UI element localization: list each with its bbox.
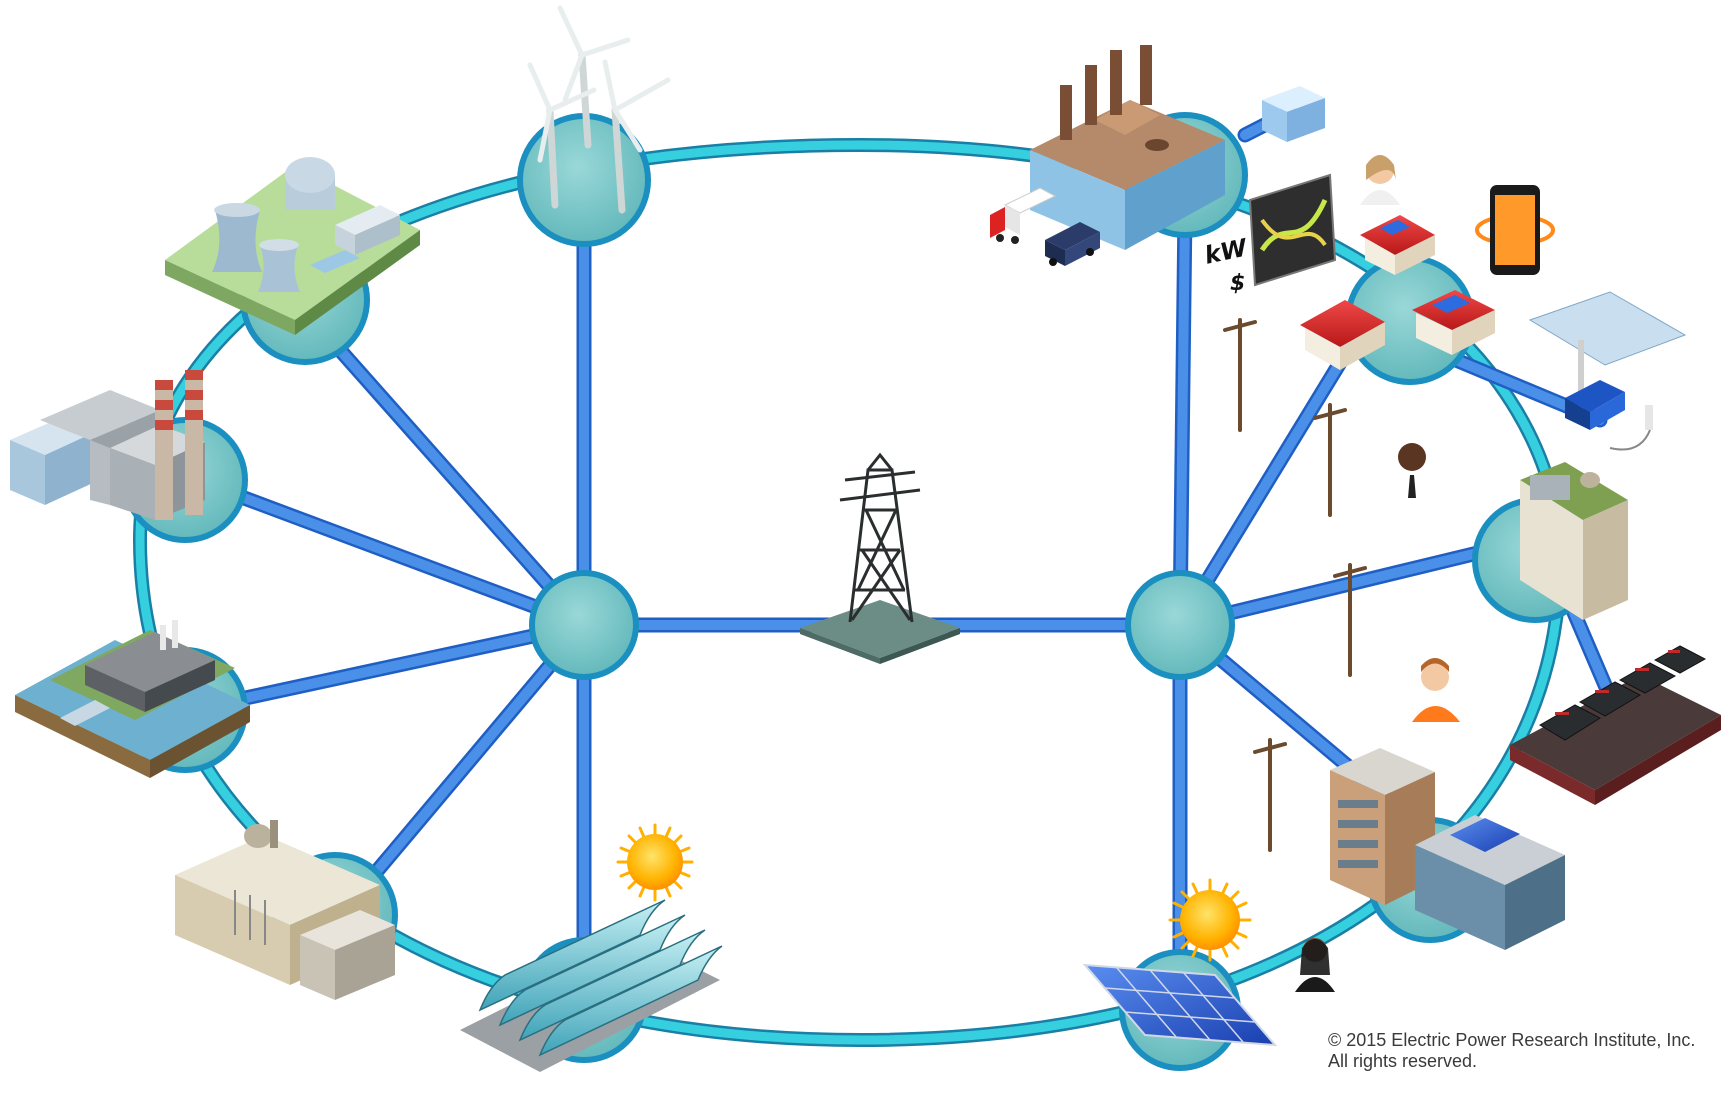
solar-panel-icon: [1082, 963, 1278, 1047]
person-icon: [1295, 938, 1335, 992]
battery-storage-icon: [1510, 645, 1721, 805]
gas-plant-icon: [175, 820, 395, 1000]
copyright-line: © 2015 Electric Power Research Institute…: [1328, 1030, 1696, 1050]
smartphone-icon: [1475, 185, 1555, 275]
ev-charging-icon: [1528, 291, 1687, 451]
solar-homes-icon: [1300, 215, 1495, 370]
person-icon: [1412, 658, 1460, 722]
wind-turbines-icon: [527, 5, 671, 214]
person-icon: [1360, 155, 1400, 205]
factory-icon: [1030, 45, 1225, 250]
van-icon: [1045, 222, 1100, 266]
sun-icon: [616, 823, 694, 902]
transmission-tower-icon: [800, 452, 960, 664]
utility-pole-icon: [1253, 738, 1287, 852]
copyright-notice: © 2015 Electric Power Research Institute…: [1328, 1030, 1708, 1072]
utility-pole-icon: [1313, 403, 1347, 517]
data-center-icon: [1262, 86, 1325, 142]
hydro-plant-icon: [15, 620, 250, 778]
substation-icon: [1520, 462, 1628, 620]
hub-right: [1125, 570, 1235, 680]
utility-pole-icon: [1333, 563, 1367, 677]
coal-plant-icon: [10, 370, 205, 520]
rights-line: All rights reserved.: [1328, 1051, 1478, 1071]
kw-label: kW: [1202, 233, 1251, 270]
sun-icon: [1168, 878, 1252, 962]
utility-pole-icon: [1223, 318, 1257, 432]
person-icon: [1390, 443, 1434, 500]
office-building-icon: [1330, 748, 1565, 950]
nuclear-plant-icon: [165, 157, 420, 335]
dollar-label: $: [1230, 271, 1245, 296]
delivery-truck-icon: [990, 187, 1057, 244]
price-chart-icon: [1248, 173, 1337, 287]
hub-left: [529, 570, 639, 680]
solar-thermal-icon: [460, 899, 723, 1072]
